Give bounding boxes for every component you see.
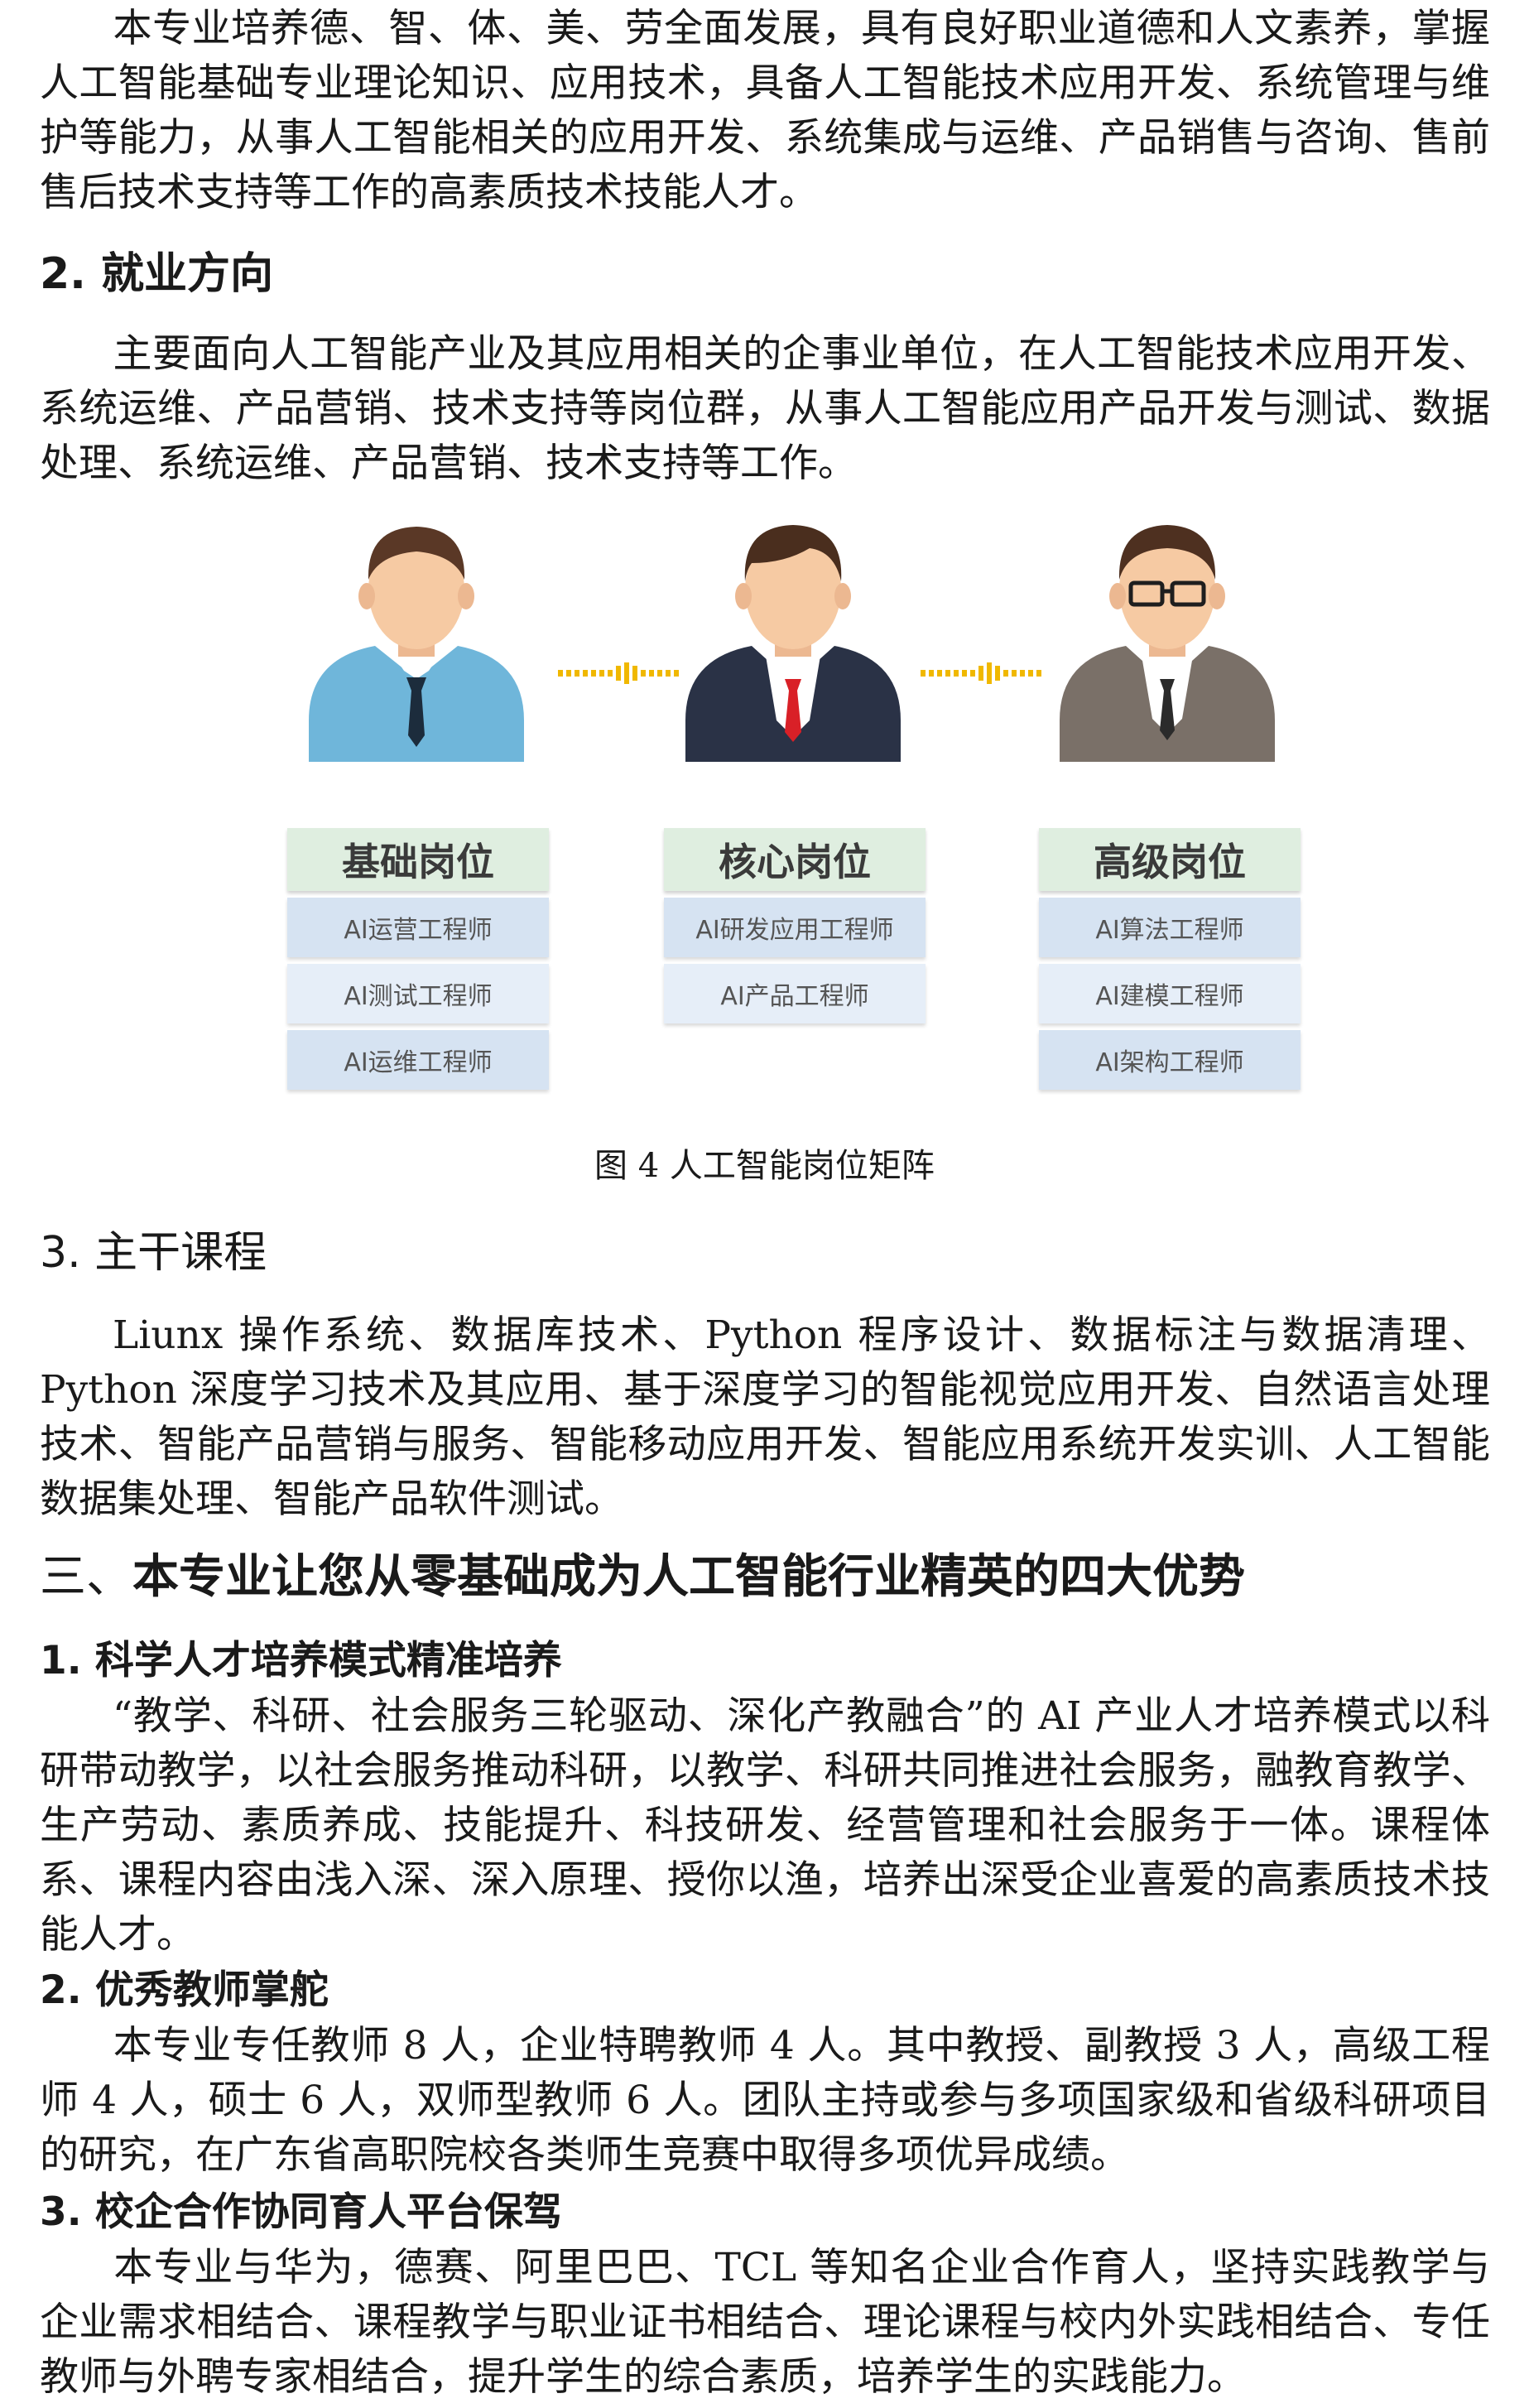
role-item: AI架构工程师 xyxy=(1039,1030,1301,1090)
basic-role-card: 基础岗位 AI运营工程师 AI测试工程师 AI运维工程师 xyxy=(287,828,549,1090)
core-role-title: 核心岗位 xyxy=(664,828,926,891)
role-item: AI产品工程师 xyxy=(664,964,926,1023)
advantage-1-text: “教学、科研、社会服务三轮驱动、深化产教融合”的 AI 产业人才培养模式以科研带… xyxy=(40,1693,1490,1958)
employment-heading: 2. 就业方向 xyxy=(40,249,274,299)
connector-1 xyxy=(556,661,697,686)
courses-heading: 3. 主干课程 xyxy=(40,1228,267,1278)
role-item: AI建模工程师 xyxy=(1039,964,1301,1023)
intro-paragraph-text: 本专业培养德、智、体、美、劳全面发展，具有良好职业道德和人文素养，掌握人工智能基… xyxy=(40,6,1490,215)
intro-paragraph: 本专业培养德、智、体、美、劳全面发展，具有良好职业道德和人文素养，掌握人工智能基… xyxy=(40,2,1490,220)
role-item: AI研发应用工程师 xyxy=(664,898,926,957)
advantage-2-paragraph: 本专业专任教师 8 人，企业特聘教师 4 人。其中教授、副教授 3 人，高级工程… xyxy=(40,2019,1490,2183)
advantages-heading-prefix: 三、 xyxy=(40,1550,132,1604)
figure-caption: 图 4 人工智能岗位矩阵 xyxy=(594,1147,935,1185)
role-item: AI算法工程师 xyxy=(1039,898,1301,957)
role-item: AI测试工程师 xyxy=(287,964,549,1023)
advantage-3-heading: 3. 校企合作协同育人平台保驾 xyxy=(40,2189,562,2235)
job-matrix-figure: 基础岗位 AI运营工程师 AI测试工程师 AI运维工程师 核心岗位 AI研发应用… xyxy=(265,513,1325,1118)
basic-role-title: 基础岗位 xyxy=(287,828,549,891)
courses-paragraph: Liunx 操作系统、数据库技术、Python 程序设计、数据标注与数据清理、P… xyxy=(40,1308,1490,1527)
advantage-2-heading: 2. 优秀教师掌舵 xyxy=(40,1967,329,2013)
advantage-3-paragraph: 本专业与华为，德赛、阿里巴巴、TCL 等知名企业合作育人，坚持实践教学与企业需求… xyxy=(40,2241,1490,2405)
employment-paragraph-text: 主要面向人工智能产业及其应用相关的企事业单位，在人工智能技术应用开发、系统运维、… xyxy=(40,331,1490,486)
role-item: AI运维工程师 xyxy=(287,1030,549,1090)
advantage-3-text: 本专业与华为，德赛、阿里巴巴、TCL 等知名企业合作育人，坚持实践教学与企业需求… xyxy=(40,2245,1490,2400)
courses-paragraph-text: Liunx 操作系统、数据库技术、Python 程序设计、数据标注与数据清理、P… xyxy=(40,1312,1490,1522)
core-role-person-icon xyxy=(685,513,901,762)
advantage-1-heading: 1. 科学人才培养模式精准培养 xyxy=(40,1638,562,1683)
advantage-2-text: 本专业专任教师 8 人，企业特聘教师 4 人。其中教授、副教授 3 人，高级工程… xyxy=(40,2023,1490,2178)
role-item: AI运营工程师 xyxy=(287,898,549,957)
senior-role-card: 高级岗位 AI算法工程师 AI建模工程师 AI架构工程师 xyxy=(1039,828,1301,1090)
connector-2 xyxy=(919,661,1060,686)
basic-role-person-icon xyxy=(309,513,524,762)
employment-paragraph: 主要面向人工智能产业及其应用相关的企事业单位，在人工智能技术应用开发、系统运维、… xyxy=(40,327,1490,491)
advantage-1-paragraph: “教学、科研、社会服务三轮驱动、深化产教融合”的 AI 产业人才培养模式以科研带… xyxy=(40,1689,1490,1963)
senior-role-person-icon xyxy=(1060,513,1275,762)
advantages-heading: 三、本专业让您从零基础成为人工智能行业精英的四大优势 xyxy=(40,1548,1245,1606)
core-role-card: 核心岗位 AI研发应用工程师 AI产品工程师 xyxy=(664,828,926,1023)
advantages-heading-text: 本专业让您从零基础成为人工智能行业精英的四大优势 xyxy=(132,1550,1245,1604)
senior-role-title: 高级岗位 xyxy=(1039,828,1301,891)
